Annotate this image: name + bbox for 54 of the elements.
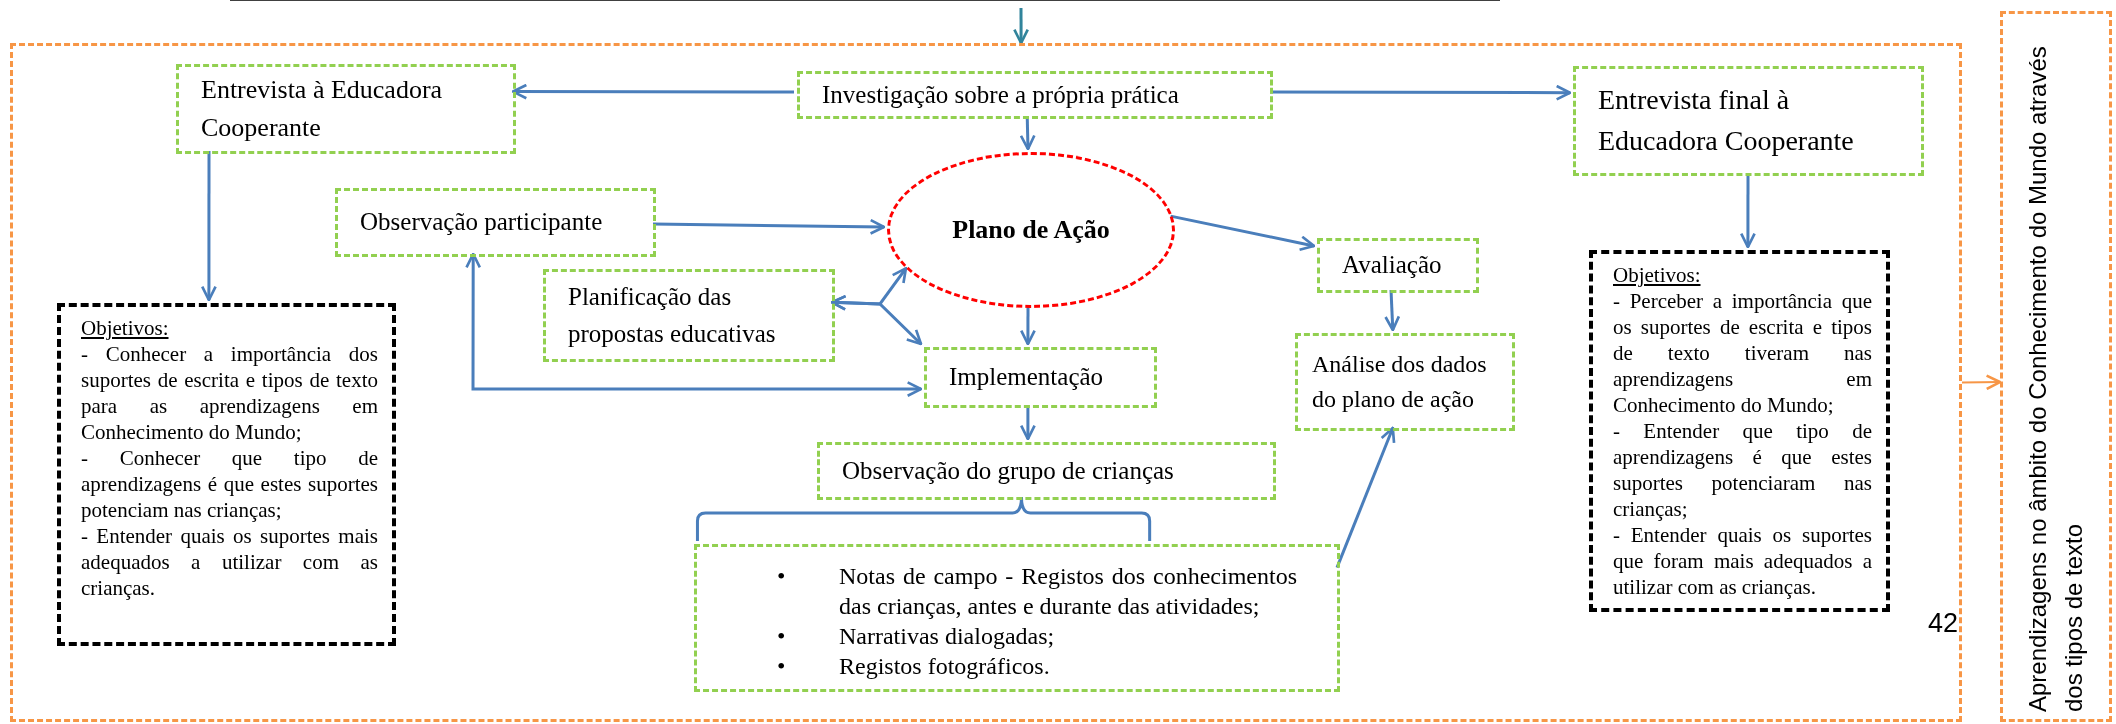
- arrow: [511, 83, 794, 100]
- objective-item: - Entender que tipo de aprendizagens é que estes suportes potenciaram nas crianças;: [1613, 418, 1872, 522]
- bullet-item: Notas de campo - Registos dos conhecimentos das crianças, antes e durante das atividades;: [839, 562, 1297, 621]
- box-text: Avaliação: [1342, 251, 1442, 279]
- box-text: Implementação: [949, 363, 1104, 391]
- process-box: [1317, 238, 1479, 293]
- box-text: Planificação das propostas educativas: [568, 283, 776, 347]
- objectives-box: [1589, 250, 1890, 612]
- process-box: [817, 442, 1276, 500]
- process-box: [1295, 333, 1515, 431]
- notes-box: [694, 544, 1340, 692]
- arrow: [1961, 374, 2002, 391]
- bullet-marker: •: [777, 622, 786, 651]
- arrow: [1270, 84, 1572, 101]
- arrow: [652, 218, 886, 235]
- process-box: [543, 269, 835, 362]
- objective-item: - Entender quais os suportes que foram mais adequados a utilizar com as crianças.: [1613, 522, 1872, 600]
- box-text: Investigação sobre a própria prática: [822, 80, 1179, 108]
- objective-item: - Perceber a importância que os suportes de escrita e tipos de texto tiveram nas aprendizagens em Conhecimento do Mundo;: [1613, 288, 1872, 418]
- box-text: Entrevista final à Educadora Cooperante: [1598, 84, 1854, 156]
- bullet-marker: •: [777, 562, 786, 591]
- objectives-heading: Objetivos:: [1613, 262, 1702, 288]
- arrow: [830, 294, 923, 346]
- arrow: [1170, 214, 1316, 252]
- objectives-heading: Objetivos:: [81, 315, 170, 341]
- arrow: [1739, 173, 1756, 249]
- bullet-item: Narrativas dialogadas;: [839, 622, 1056, 651]
- objective-item: - Conhecer a importância dos suportes de escrita e tipos de texto para as aprendizagens em Conhecimento do Mundo;: [81, 341, 378, 445]
- side-box: [2000, 11, 2112, 722]
- box-text: Observação do grupo de crianças: [842, 456, 1174, 484]
- objective-item: - Conhecer que tipo de aprendizagens é que estes suportes potenciam nas crianças;: [81, 445, 378, 523]
- process-box: [1573, 66, 1924, 176]
- box-text: Entrevista à Educadora Cooperante: [201, 75, 443, 142]
- plan-ellipse: [887, 152, 1175, 308]
- vertical-label: Aprendizagens no âmbito do Conhecimento do Mundo através dos tipos de texto: [2023, 44, 2088, 712]
- page-number: 42: [1928, 608, 1959, 639]
- process-box: [176, 64, 516, 154]
- arrow: [1013, 8, 1030, 45]
- ellipse-text: Plano de Ação: [952, 215, 1110, 245]
- arrow: [1019, 405, 1036, 441]
- objective-item: - Entender quais os suportes mais adequados a utilizar com as crianças.: [81, 523, 378, 601]
- process-box: [797, 71, 1273, 119]
- arrow: [1335, 426, 1396, 569]
- box-text: Observação participante: [360, 208, 603, 236]
- objectives-box: [57, 303, 396, 646]
- arrow: [465, 252, 923, 398]
- arrow: [200, 151, 217, 302]
- process-box: [924, 347, 1157, 408]
- arrow: [1019, 305, 1036, 346]
- bullet-marker: •: [777, 652, 786, 681]
- box-text: Análise dos dados do plano de ação: [1312, 351, 1487, 412]
- bullet-item: Registos fotográficos.: [839, 652, 1051, 681]
- dashed-frame: [10, 43, 1962, 722]
- process-box: [335, 188, 656, 257]
